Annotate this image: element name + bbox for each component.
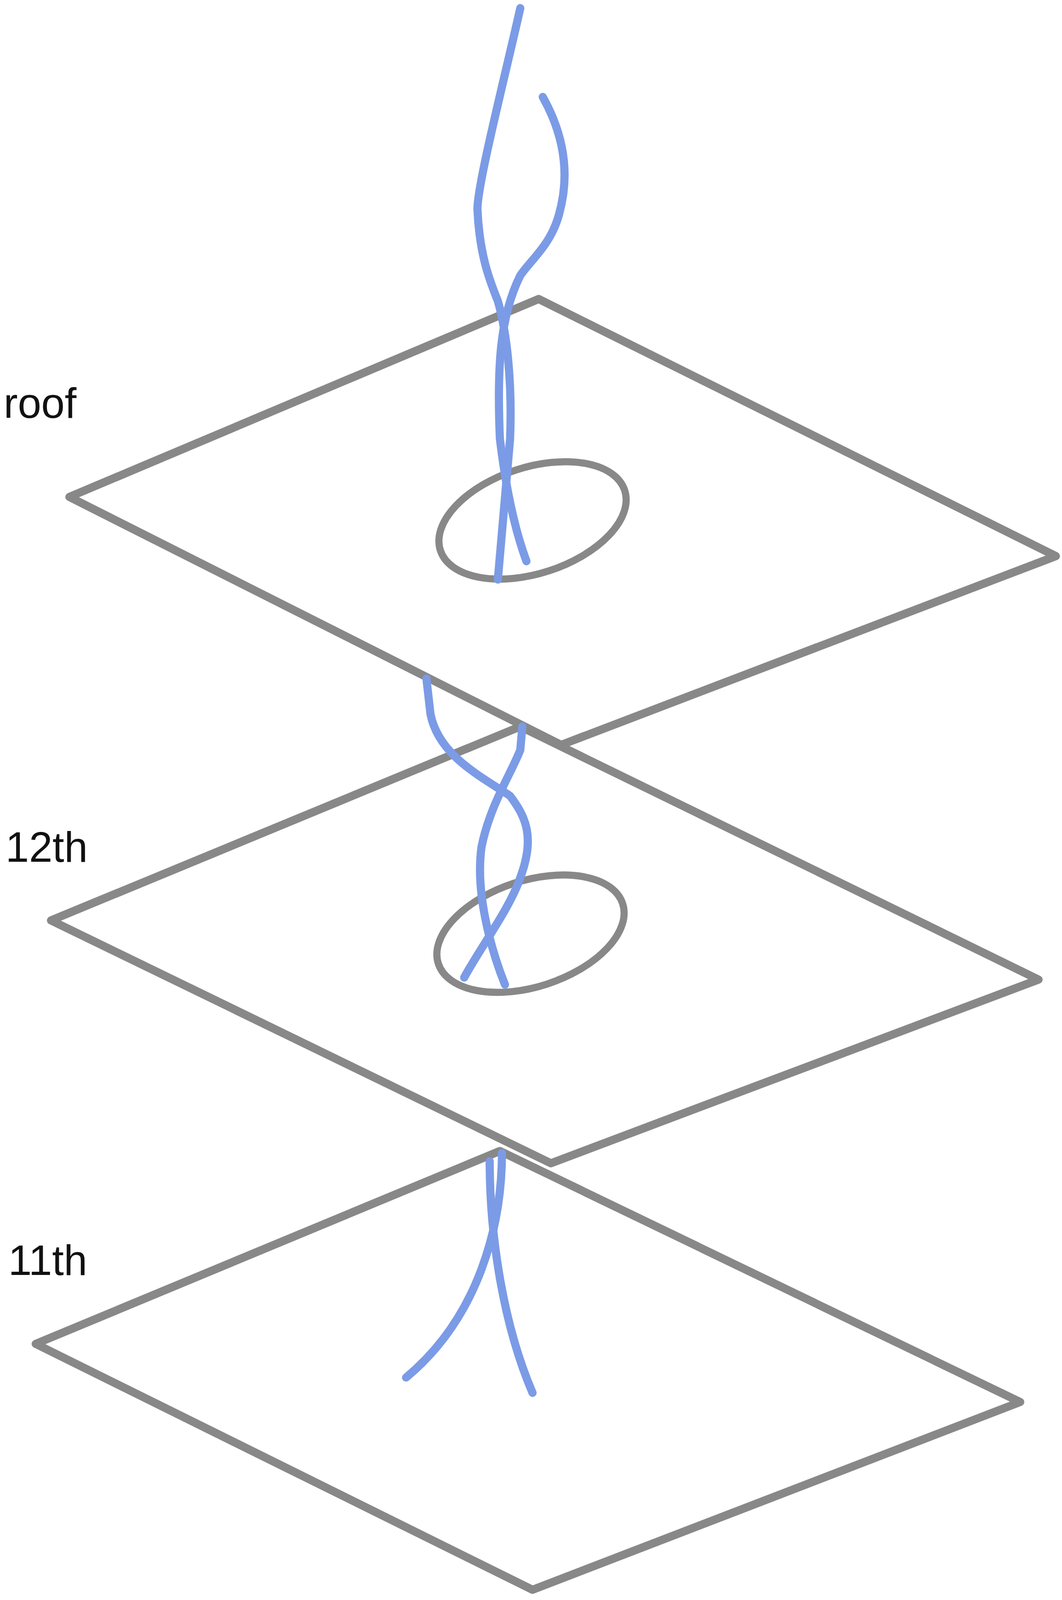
cable: [498, 96, 565, 561]
cable: [489, 1160, 533, 1393]
floor-plane: [35, 1150, 1021, 1590]
floor-label: 12th: [5, 825, 88, 868]
cable: [480, 726, 523, 984]
floor-label: 11th: [8, 1238, 88, 1281]
floor-opening: [421, 852, 639, 1014]
floor-opening: [424, 439, 642, 601]
roof-plane: [69, 298, 1057, 745]
cable: [426, 678, 528, 978]
floor-plane: [50, 726, 1039, 1163]
floor-label: roof: [3, 381, 77, 425]
